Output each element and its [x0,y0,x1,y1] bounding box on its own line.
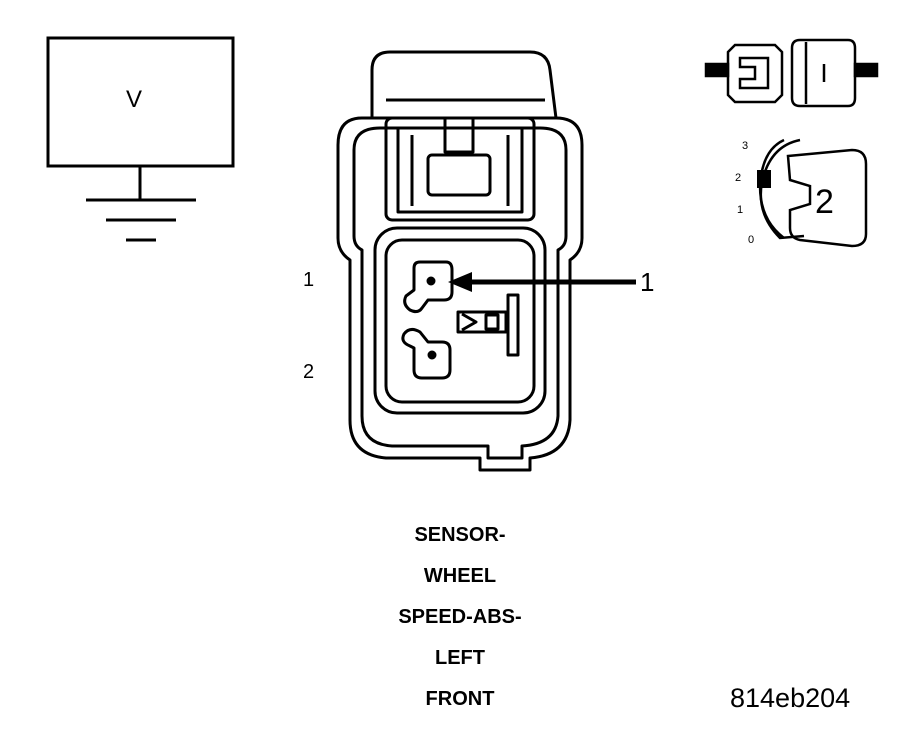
connector-housing [336,50,584,472]
selected-gear-number: 2 [815,183,834,221]
key-position-icon [757,138,868,248]
gear-mark-1: 1 [737,204,744,216]
pin-label-2: 2 [303,361,315,383]
callout-arrow [448,272,636,292]
callout-label: 1 [640,267,655,297]
voltmeter-label: V [126,86,143,113]
caption-line-1: SENSOR- [414,524,506,546]
caption-line-4: LEFT [435,647,485,669]
figure-id: 814eb204 [730,683,851,713]
caption-line-3: SPEED-ABS- [398,606,522,628]
gear-mark-3: 3 [742,140,749,152]
voltmeter-symbol [46,36,235,242]
gear-mark-2: 2 [735,172,742,184]
gear-mark-0: 0 [748,234,755,246]
pin-label-1: 1 [303,269,315,291]
caption-line-2: WHEEL [423,565,497,587]
caption-line-5: FRONT [425,688,495,710]
connector-half-icon [704,38,879,108]
component-caption: SENSOR- WHEEL SPEED-ABS- LEFT FRONT [330,522,590,727]
